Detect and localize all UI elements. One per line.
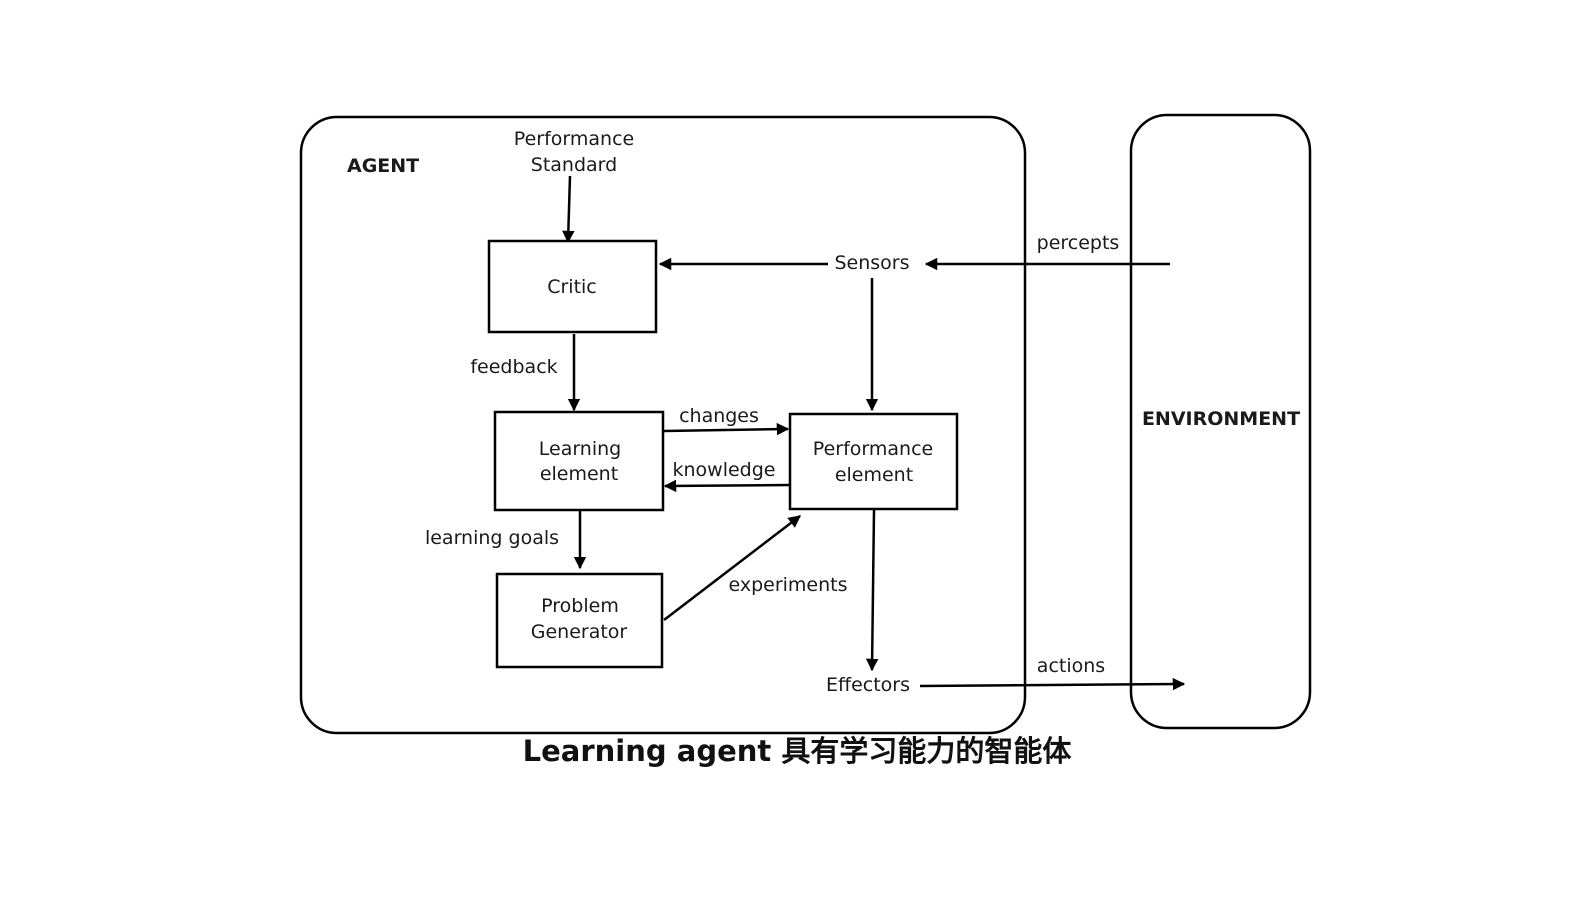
arrow-changes: [663, 422, 790, 436]
arrow-actions: [919, 677, 1186, 691]
changes-label: changes: [679, 405, 759, 427]
arrow-to-effectors: [865, 509, 879, 672]
experiments-label: experiments: [728, 574, 847, 596]
performance-standard-line1: Performance: [514, 128, 634, 150]
learning-element-line1: Learning: [539, 438, 622, 460]
agent-boundary: [299, 115, 1027, 735]
learning-goals-label: learning goals: [425, 527, 559, 549]
arrow-experiments: [663, 515, 801, 621]
environment-label: ENVIRONMENT: [1142, 408, 1300, 430]
sensors-label: Sensors: [834, 252, 909, 274]
problem-generator-line1: Problem: [541, 595, 619, 617]
arrow-standard-to-critic: [562, 175, 575, 244]
critic-box: [487, 239, 658, 334]
problem-generator-box: [495, 572, 664, 669]
actions-label: actions: [1037, 655, 1105, 677]
effectors-label: Effectors: [826, 674, 910, 696]
learning-element-line2: element: [540, 463, 618, 485]
agent-label: AGENT: [347, 155, 419, 177]
performance-element-box: [788, 412, 959, 511]
performance-standard-line2: Standard: [531, 154, 617, 176]
percepts-label: percepts: [1037, 232, 1120, 254]
arrow-knowledge: [663, 479, 791, 493]
problem-generator-line2: Generator: [531, 621, 628, 643]
knowledge-label: knowledge: [673, 459, 776, 481]
figure-caption: Learning agent 具有学习能力的智能体: [522, 734, 1072, 768]
environment-boundary: [1129, 113, 1312, 730]
critic-label: Critic: [547, 276, 597, 298]
performance-element-line1: Performance: [813, 438, 933, 460]
learning-element-box: [493, 410, 665, 512]
performance-element-line2: element: [835, 464, 913, 486]
feedback-label: feedback: [470, 356, 557, 378]
